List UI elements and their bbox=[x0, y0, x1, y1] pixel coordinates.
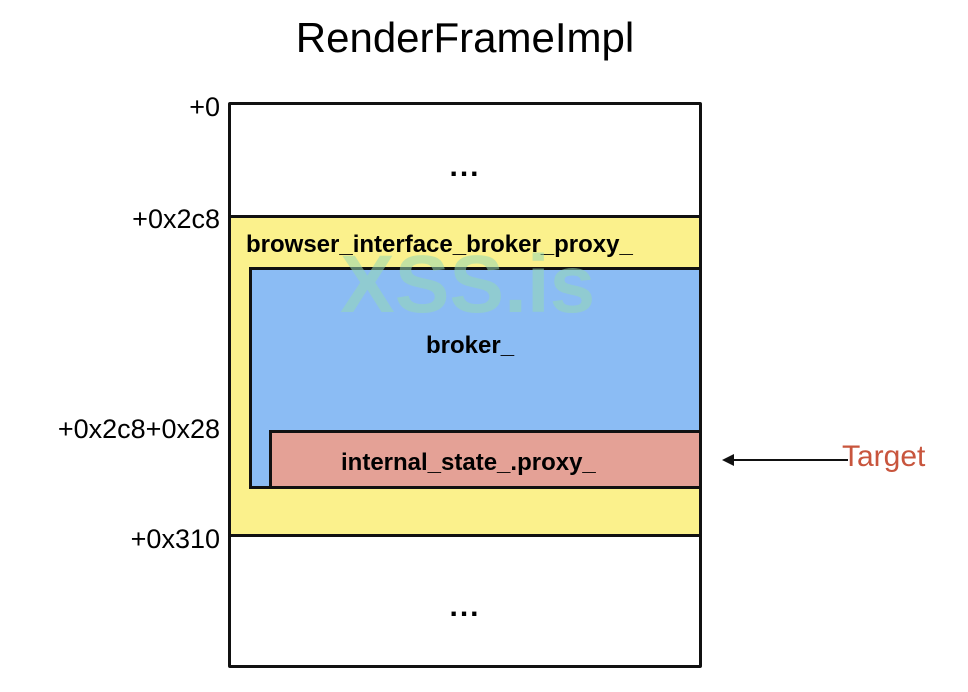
watermark-logo: XSS.is bbox=[340, 239, 596, 330]
browser-interface-broker-proxy-label: browser_interface_broker_proxy_ bbox=[246, 231, 633, 258]
target-label: Target bbox=[842, 440, 926, 473]
offset-label-proxy-start: +0x2c8 bbox=[132, 204, 220, 234]
internal-state-proxy-label: internal_state_.proxy_ bbox=[341, 449, 596, 476]
target-arrow-icon bbox=[722, 454, 848, 466]
bottom-ellipsis: ... bbox=[449, 590, 481, 623]
top-ellipsis: ... bbox=[449, 150, 481, 183]
offset-label-proxy-end: +0x310 bbox=[130, 524, 220, 554]
broker-label: broker_ bbox=[426, 332, 515, 359]
offset-label-internal: +0x2c8+0x28 bbox=[57, 414, 220, 444]
offset-label-start: +0 bbox=[189, 92, 220, 122]
diagram-title: RenderFrameImpl bbox=[295, 14, 635, 61]
internal-state-proxy-block bbox=[269, 430, 702, 489]
